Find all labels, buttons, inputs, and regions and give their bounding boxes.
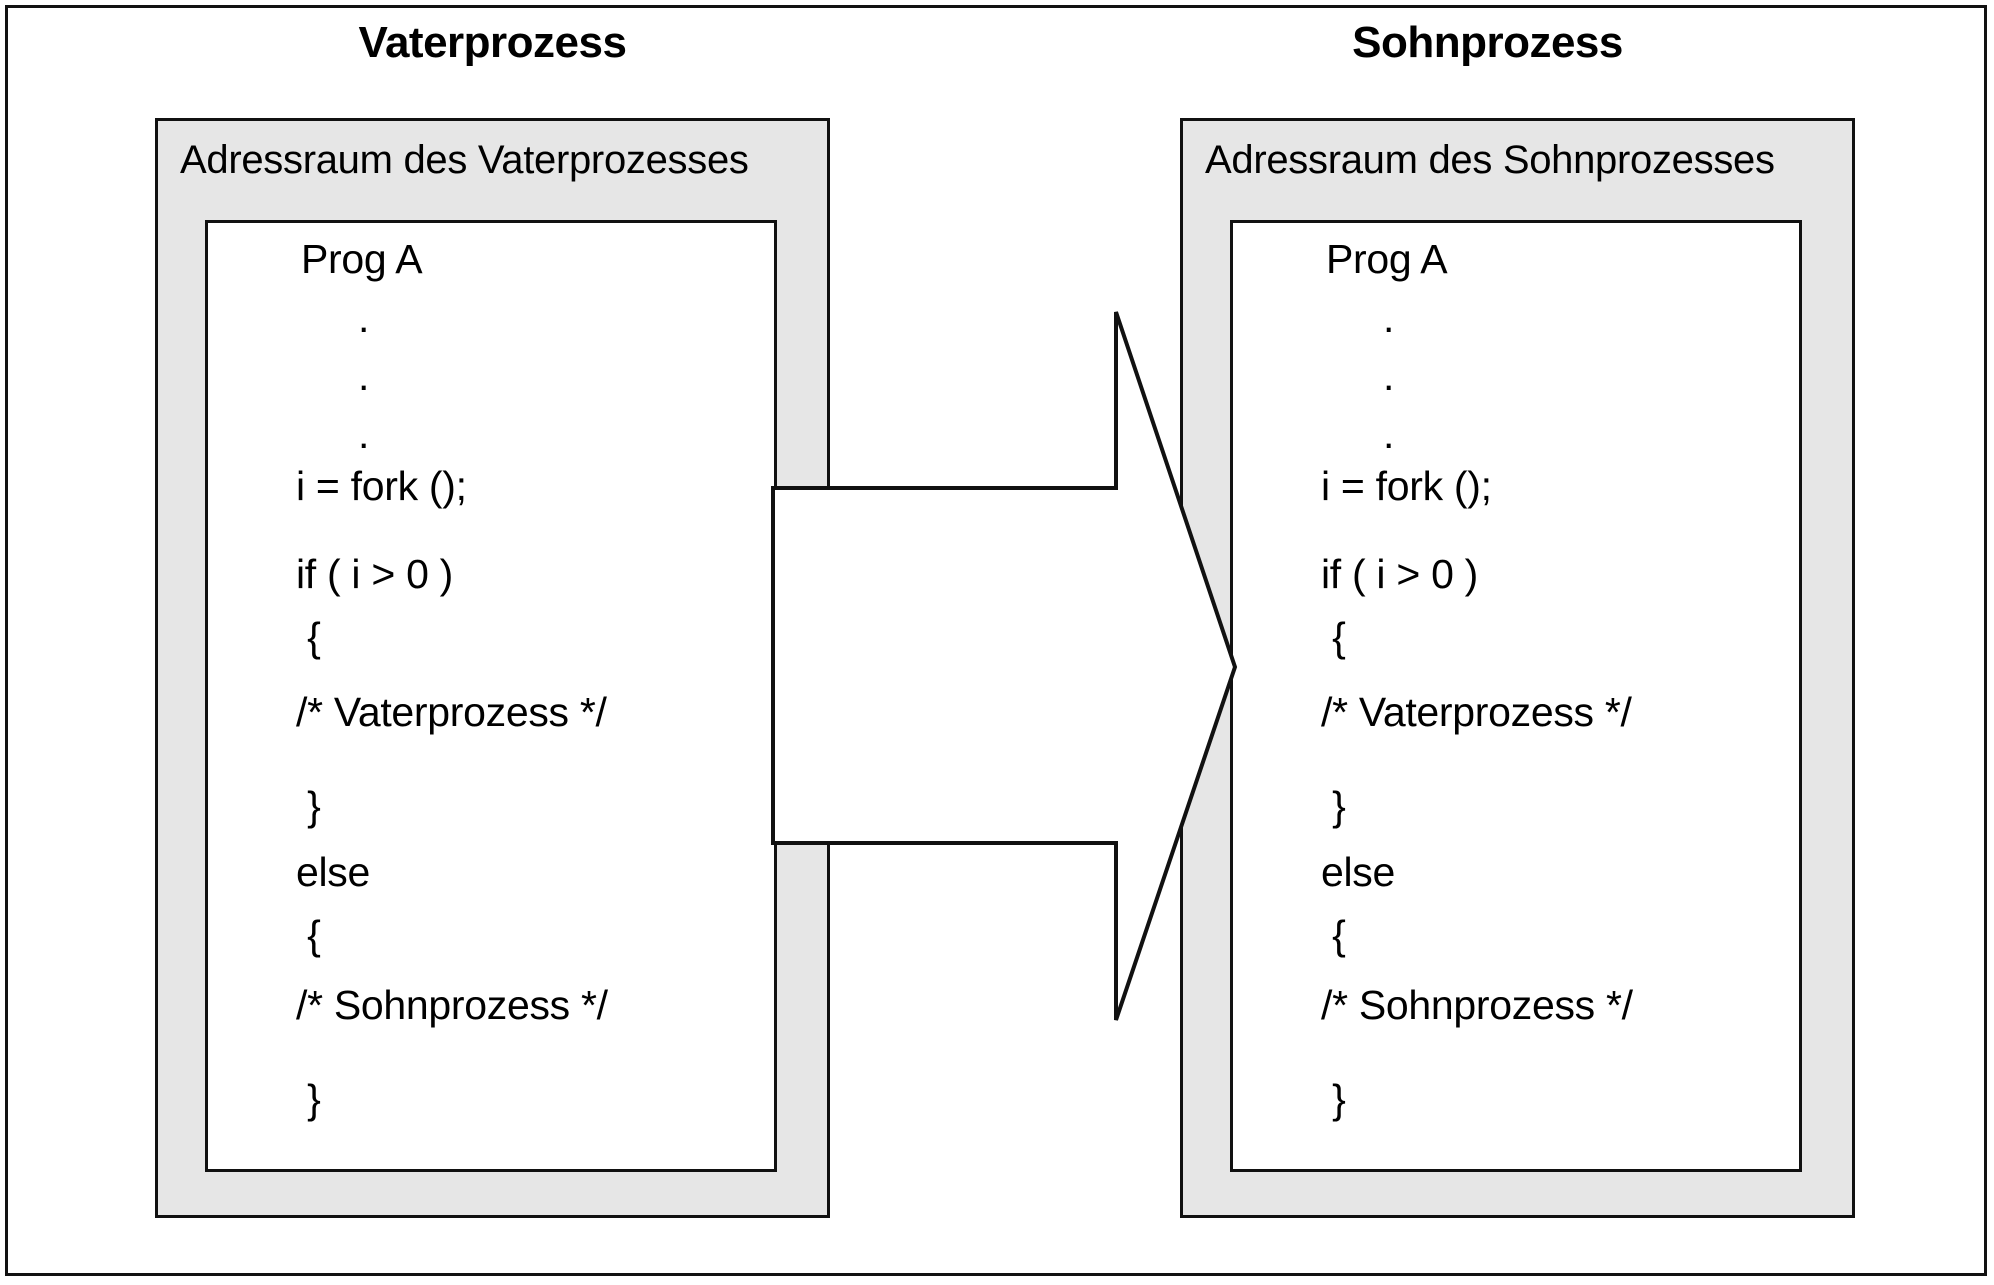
code-line-fork-child: i = fork ();: [1321, 463, 1492, 509]
address-space-label-child: Adressraum des Sohnprozesses: [1205, 138, 1775, 182]
code-line-comment-child-branch-parent: /* Sohnprozess */: [296, 982, 608, 1028]
ellipsis-dot-2-parent: .: [358, 353, 370, 399]
page-border: [5, 5, 1987, 1276]
ellipsis-dot-3-child: .: [1383, 411, 1395, 457]
ellipsis-dot-3-parent: .: [358, 411, 370, 457]
code-line-close-brace-1-child: }: [1321, 783, 1346, 829]
column-title-vaterprozess: Vaterprozess: [358, 18, 627, 67]
program-box-parent: Prog A . . . i = fork (); if ( i > 0 ) {…: [205, 220, 777, 1172]
column-title-sohnprozess: Sohnprozess: [1352, 18, 1623, 67]
code-line-close-brace-2-child: }: [1321, 1076, 1346, 1122]
code-line-open-brace-1-parent: {: [296, 614, 321, 660]
code-line-close-brace-2-parent: }: [296, 1076, 321, 1122]
code-line-open-brace-2-child: {: [1321, 912, 1346, 958]
code-line-else-child: else: [1321, 849, 1396, 895]
code-line-comment-child-branch-child: /* Sohnprozess */: [1321, 982, 1633, 1028]
ellipsis-dot-1-child: .: [1383, 295, 1395, 341]
code-line-if-child: if ( i > 0 ): [1321, 551, 1479, 597]
code-line-comment-parent-branch-child: /* Vaterprozess */: [1321, 689, 1632, 735]
code-listing-parent: Prog A . . . i = fork (); if ( i > 0 ) {…: [208, 223, 774, 1169]
code-line-open-brace-2-parent: {: [296, 912, 321, 958]
ellipsis-dot-2-child: .: [1383, 353, 1395, 399]
code-line-open-brace-1-child: {: [1321, 614, 1346, 660]
code-line-else-parent: else: [296, 849, 371, 895]
program-box-child: Prog A . . . i = fork (); if ( i > 0 ) {…: [1230, 220, 1802, 1172]
ellipsis-dot-1-parent: .: [358, 295, 370, 341]
code-line-fork-parent: i = fork ();: [296, 463, 467, 509]
code-line-comment-parent-branch: /* Vaterprozess */: [296, 689, 607, 735]
code-line-if-parent: if ( i > 0 ): [296, 551, 454, 597]
code-line-close-brace-1-parent: }: [296, 783, 321, 829]
code-header-parent: Prog A: [301, 236, 423, 282]
code-listing-child: Prog A . . . i = fork (); if ( i > 0 ) {…: [1233, 223, 1799, 1169]
address-space-label-parent: Adressraum des Vaterprozesses: [180, 138, 749, 182]
code-header-child: Prog A: [1326, 236, 1448, 282]
